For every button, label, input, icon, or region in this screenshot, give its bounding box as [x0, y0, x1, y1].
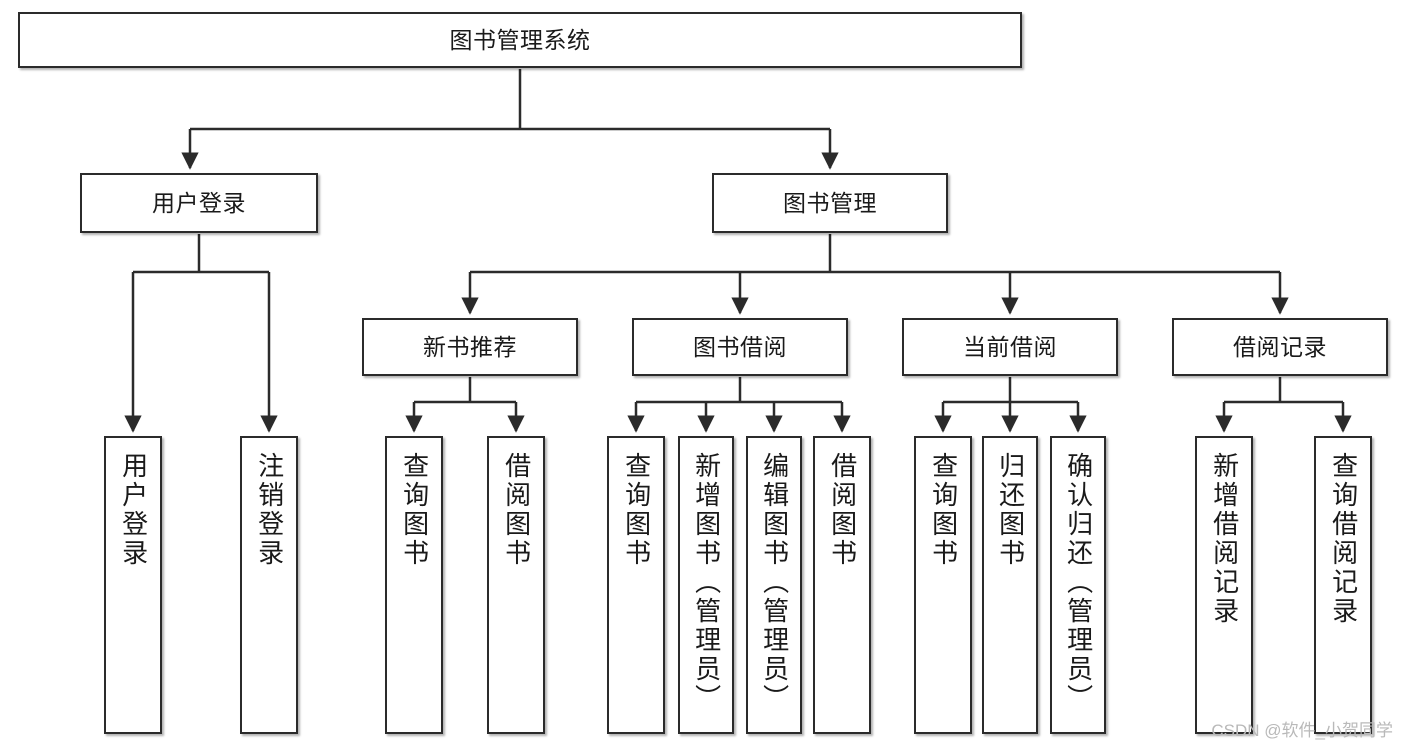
leaf-borrow-record-1-label: 新增借阅记录 [1209, 452, 1240, 626]
node-current-borrow-label: 当前借阅 [963, 333, 1057, 360]
leaf-user-login-1-label: 用户登录 [118, 452, 149, 568]
leaf-new-book-1[interactable]: 查询图书 [385, 436, 443, 734]
leaf-current-borrow-1-label: 查询图书 [928, 452, 959, 568]
leaf-current-borrow-3-label: 确认归还（管理员） [1063, 452, 1094, 713]
leaf-user-login-2[interactable]: 注销登录 [240, 436, 298, 734]
node-root[interactable]: 图书管理系统 [18, 12, 1022, 68]
leaf-book-borrow-1[interactable]: 查询图书 [607, 436, 665, 734]
node-book-borrow[interactable]: 图书借阅 [632, 318, 848, 376]
node-borrow-record[interactable]: 借阅记录 [1172, 318, 1388, 376]
watermark-text: CSDN @软件_小贺同学 [1211, 721, 1393, 740]
leaf-book-borrow-4-label: 借阅图书 [827, 452, 858, 568]
node-book-management-label: 图书管理 [783, 189, 877, 216]
leaf-current-borrow-2-label: 归还图书 [995, 452, 1026, 568]
leaf-user-login-2-label: 注销登录 [254, 452, 285, 568]
leaf-current-borrow-2[interactable]: 归还图书 [982, 436, 1038, 734]
leaf-current-borrow-1[interactable]: 查询图书 [914, 436, 972, 734]
leaf-new-book-2[interactable]: 借阅图书 [487, 436, 545, 734]
node-new-book-recommend[interactable]: 新书推荐 [362, 318, 578, 376]
node-user-login-label: 用户登录 [152, 189, 246, 216]
node-book-borrow-label: 图书借阅 [693, 333, 787, 360]
node-new-book-recommend-label: 新书推荐 [423, 333, 517, 360]
leaf-borrow-record-1[interactable]: 新增借阅记录 [1195, 436, 1253, 734]
leaf-new-book-1-label: 查询图书 [399, 452, 430, 568]
node-root-label: 图书管理系统 [449, 26, 591, 53]
leaf-new-book-2-label: 借阅图书 [501, 452, 532, 568]
node-current-borrow[interactable]: 当前借阅 [902, 318, 1118, 376]
leaf-book-borrow-3-label: 编辑图书（管理员） [759, 452, 790, 713]
leaf-book-borrow-2[interactable]: 新增图书（管理员） [678, 436, 734, 734]
node-book-management[interactable]: 图书管理 [712, 173, 948, 233]
leaf-borrow-record-2[interactable]: 查询借阅记录 [1314, 436, 1372, 734]
node-borrow-record-label: 借阅记录 [1233, 333, 1327, 360]
leaf-book-borrow-2-label: 新增图书（管理员） [691, 452, 722, 713]
node-user-login[interactable]: 用户登录 [80, 173, 318, 233]
leaf-book-borrow-3[interactable]: 编辑图书（管理员） [746, 436, 802, 734]
leaf-current-borrow-3[interactable]: 确认归还（管理员） [1050, 436, 1106, 734]
leaf-borrow-record-2-label: 查询借阅记录 [1328, 452, 1359, 626]
leaf-book-borrow-1-label: 查询图书 [621, 452, 652, 568]
leaf-book-borrow-4[interactable]: 借阅图书 [813, 436, 871, 734]
leaf-user-login-1[interactable]: 用户登录 [104, 436, 162, 734]
